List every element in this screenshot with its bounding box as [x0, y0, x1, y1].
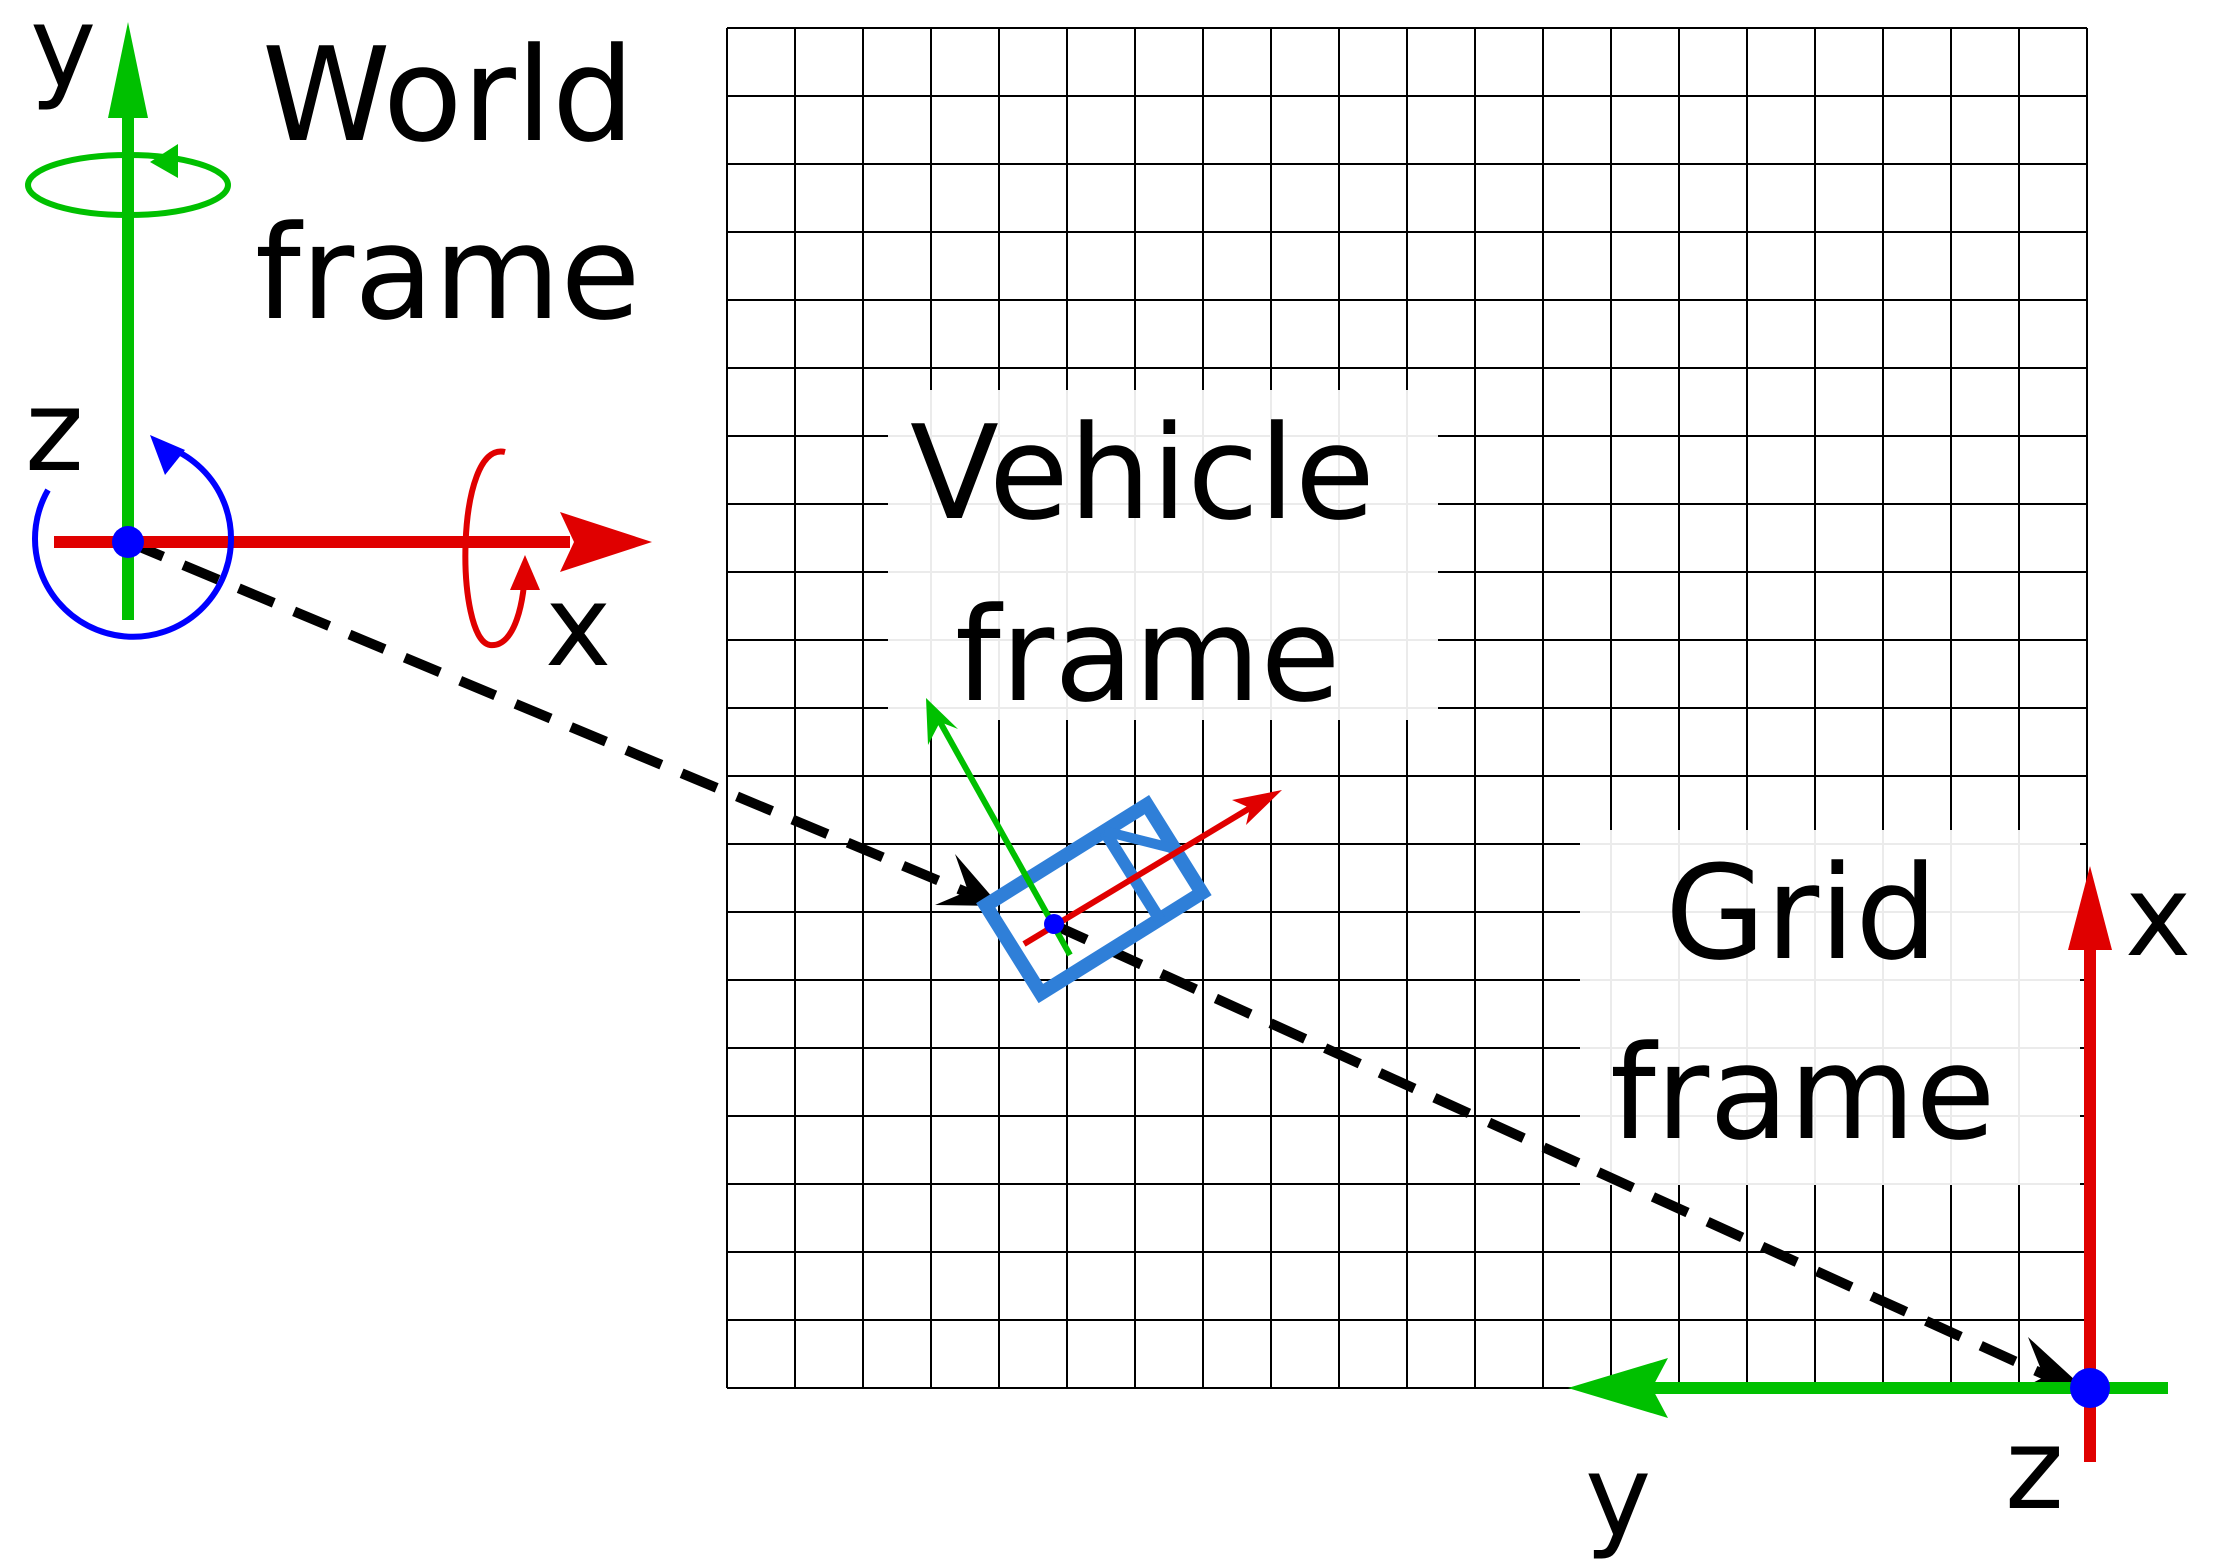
world-frame-title-line2: frame — [255, 197, 641, 349]
grid-frame-title-line1: Grid — [1665, 837, 1938, 989]
grid-axis-x-label: x — [2125, 852, 2191, 982]
arrowhead-icon — [926, 698, 958, 745]
rotation-arrowhead-icon — [150, 435, 185, 475]
grid-frame-title-line2: frame — [1610, 1017, 1996, 1169]
world-axis-y-label: y — [30, 0, 96, 113]
z-rotation-icon — [32, 445, 235, 640]
world-origin-point — [112, 526, 144, 558]
rotation-arrowhead-icon — [150, 144, 178, 178]
world-to-vehicle-transform-arrow — [126, 537, 1000, 906]
vehicle-origin-point — [1044, 914, 1064, 934]
arrowhead-icon — [1232, 790, 1282, 825]
world-frame-title-line1: World — [262, 19, 635, 171]
vehicle-label-background — [888, 390, 1438, 720]
grid-axis-z-label: z — [2005, 1405, 2064, 1535]
x-rotation-icon — [462, 448, 528, 649]
vehicle-frame-title-line2: frame — [955, 579, 1341, 731]
vehicle-to-grid-transform-arrow — [1049, 919, 2088, 1392]
world-axis-x-label: x — [545, 562, 611, 692]
grid-label-background — [1580, 830, 2080, 1185]
vehicle — [926, 698, 1282, 1004]
arrowhead-icon — [935, 854, 1000, 906]
vehicle-body — [976, 795, 1212, 1004]
world-frame-axes — [25, 22, 652, 649]
arrowhead-icon — [560, 512, 652, 572]
arrowhead-icon — [1568, 1358, 1668, 1418]
arrowhead-icon — [2015, 1337, 2088, 1392]
grid-frame-axes — [1568, 866, 2168, 1462]
arrowhead-icon — [108, 22, 148, 118]
arrowhead-icon — [2068, 866, 2112, 950]
grid-origin-point — [2070, 1368, 2110, 1408]
vehicle-front-mark — [1103, 826, 1176, 854]
vehicle-windshield — [1099, 827, 1165, 923]
y-rotation-icon — [25, 152, 231, 218]
vehicle-frame-title-line1: Vehicle — [910, 397, 1375, 549]
world-axis-z-label: z — [25, 367, 84, 497]
rotation-arrowhead-icon — [510, 555, 540, 590]
grid-axis-y-label: y — [1585, 1432, 1651, 1562]
